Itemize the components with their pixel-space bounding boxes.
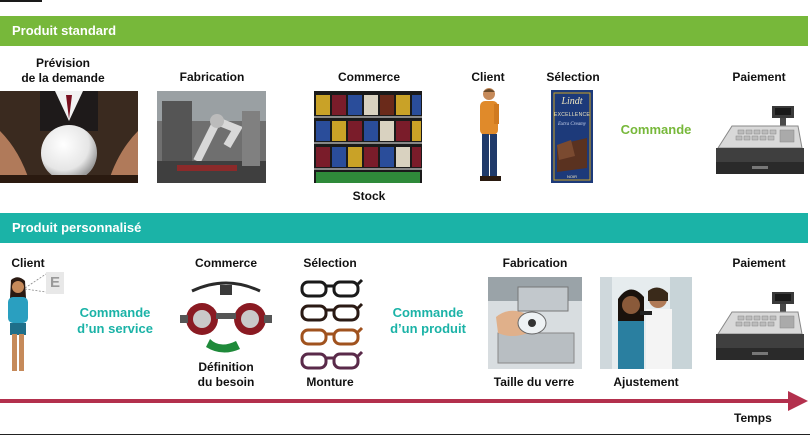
client-man-figure [470, 86, 508, 184]
label-client-personnalise: Client [11, 256, 45, 270]
lens-edging-photo [488, 277, 582, 369]
top-rule [0, 0, 42, 2]
label-commerce-standard: Commerce [337, 70, 401, 84]
label-prevision: Prévision de la demande [21, 56, 105, 85]
label-client-standard: Client [471, 70, 505, 84]
label-selection-personnalise: Sélection [303, 256, 357, 270]
label-paiement-standard: Paiement [732, 70, 786, 84]
trial-frame-image [172, 277, 280, 357]
client-woman-figure [2, 276, 34, 373]
eyeglass-frames-image [298, 276, 364, 372]
chocolate-line: EXCELLENCE [553, 112, 591, 118]
optician-fitting-photo [600, 277, 692, 369]
cash-register-icon [712, 104, 806, 176]
label-taille-verre: Taille du verre [493, 375, 575, 389]
label-commerce-personnalise: Commerce [194, 256, 258, 270]
label-commande-produit: Commande d’un produit [390, 305, 466, 336]
bottom-rule [0, 434, 810, 435]
crystal-ball-photo [0, 91, 138, 183]
timeline-arrow-line [0, 399, 790, 403]
label-definition-besoin: Définition du besoin [197, 360, 255, 389]
cash-register-icon [712, 290, 806, 362]
personnalise-header: Produit personnalisé [0, 213, 808, 243]
standard-header: Produit standard [0, 16, 808, 46]
chocolate-brand: Lindt [561, 96, 583, 107]
chocolate-sub: Extra Creamy [557, 122, 586, 127]
label-fabrication-personnalise: Fabrication [502, 256, 568, 270]
label-fabrication-standard: Fabrication [179, 70, 245, 84]
eye-chart-screen: E [24, 272, 66, 294]
label-paiement-personnalise: Paiement [732, 256, 786, 270]
label-stock: Stock [352, 189, 386, 203]
timeline-label: Temps [734, 411, 772, 425]
eye-chart-letter: E [49, 274, 60, 291]
label-monture: Monture [306, 375, 354, 389]
timeline-arrow-head [788, 391, 808, 411]
chocolate-bar-image: Lindt EXCELLENCE Extra Creamy NOIR [551, 90, 593, 183]
store-shelf-photo [314, 91, 422, 183]
chocolate-type: NOIR [567, 174, 577, 179]
label-ajustement: Ajustement [613, 375, 679, 389]
factory-robot-photo [157, 91, 266, 183]
label-commande-standard: Commande [620, 122, 692, 137]
label-commande-service: Commande d’un service [77, 305, 153, 336]
label-selection-standard: Sélection [546, 70, 600, 84]
